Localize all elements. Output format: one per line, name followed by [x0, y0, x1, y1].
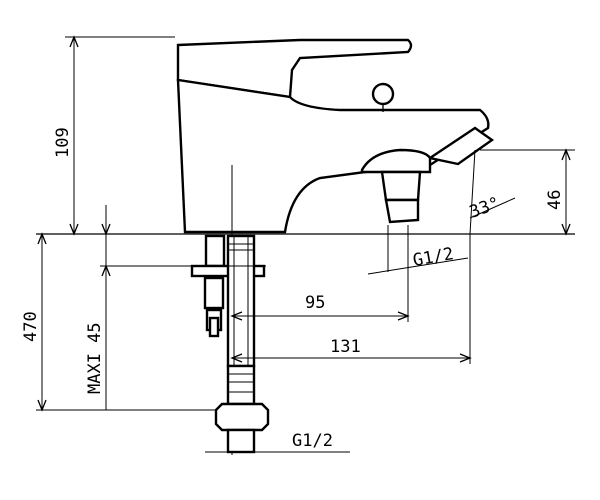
lever-handle — [176, 38, 413, 99]
dim-deck-max: MAXI 45 — [85, 322, 105, 394]
dim-reach-inner: 95 — [305, 293, 325, 313]
popup-waste-cap — [360, 148, 432, 174]
fixing-nut — [203, 276, 225, 310]
dim-thread-outlet: G1/2 — [411, 244, 455, 271]
dim-total-height: 470 — [21, 311, 41, 342]
popup-knob — [371, 82, 395, 106]
drain-pipe — [380, 170, 422, 202]
dim-height-spout: 46 — [545, 190, 565, 210]
spout-aerator — [426, 126, 495, 166]
dim-reach-outer: 131 — [330, 337, 361, 357]
fixing-stud — [204, 234, 226, 268]
flexible-hose — [226, 234, 256, 368]
faucet-body — [176, 78, 490, 234]
inlet-nut — [214, 402, 270, 432]
dim-height-top: 109 — [53, 127, 73, 158]
dim-thread-inlet: G1/2 — [292, 431, 333, 451]
hose-connector — [226, 364, 256, 406]
